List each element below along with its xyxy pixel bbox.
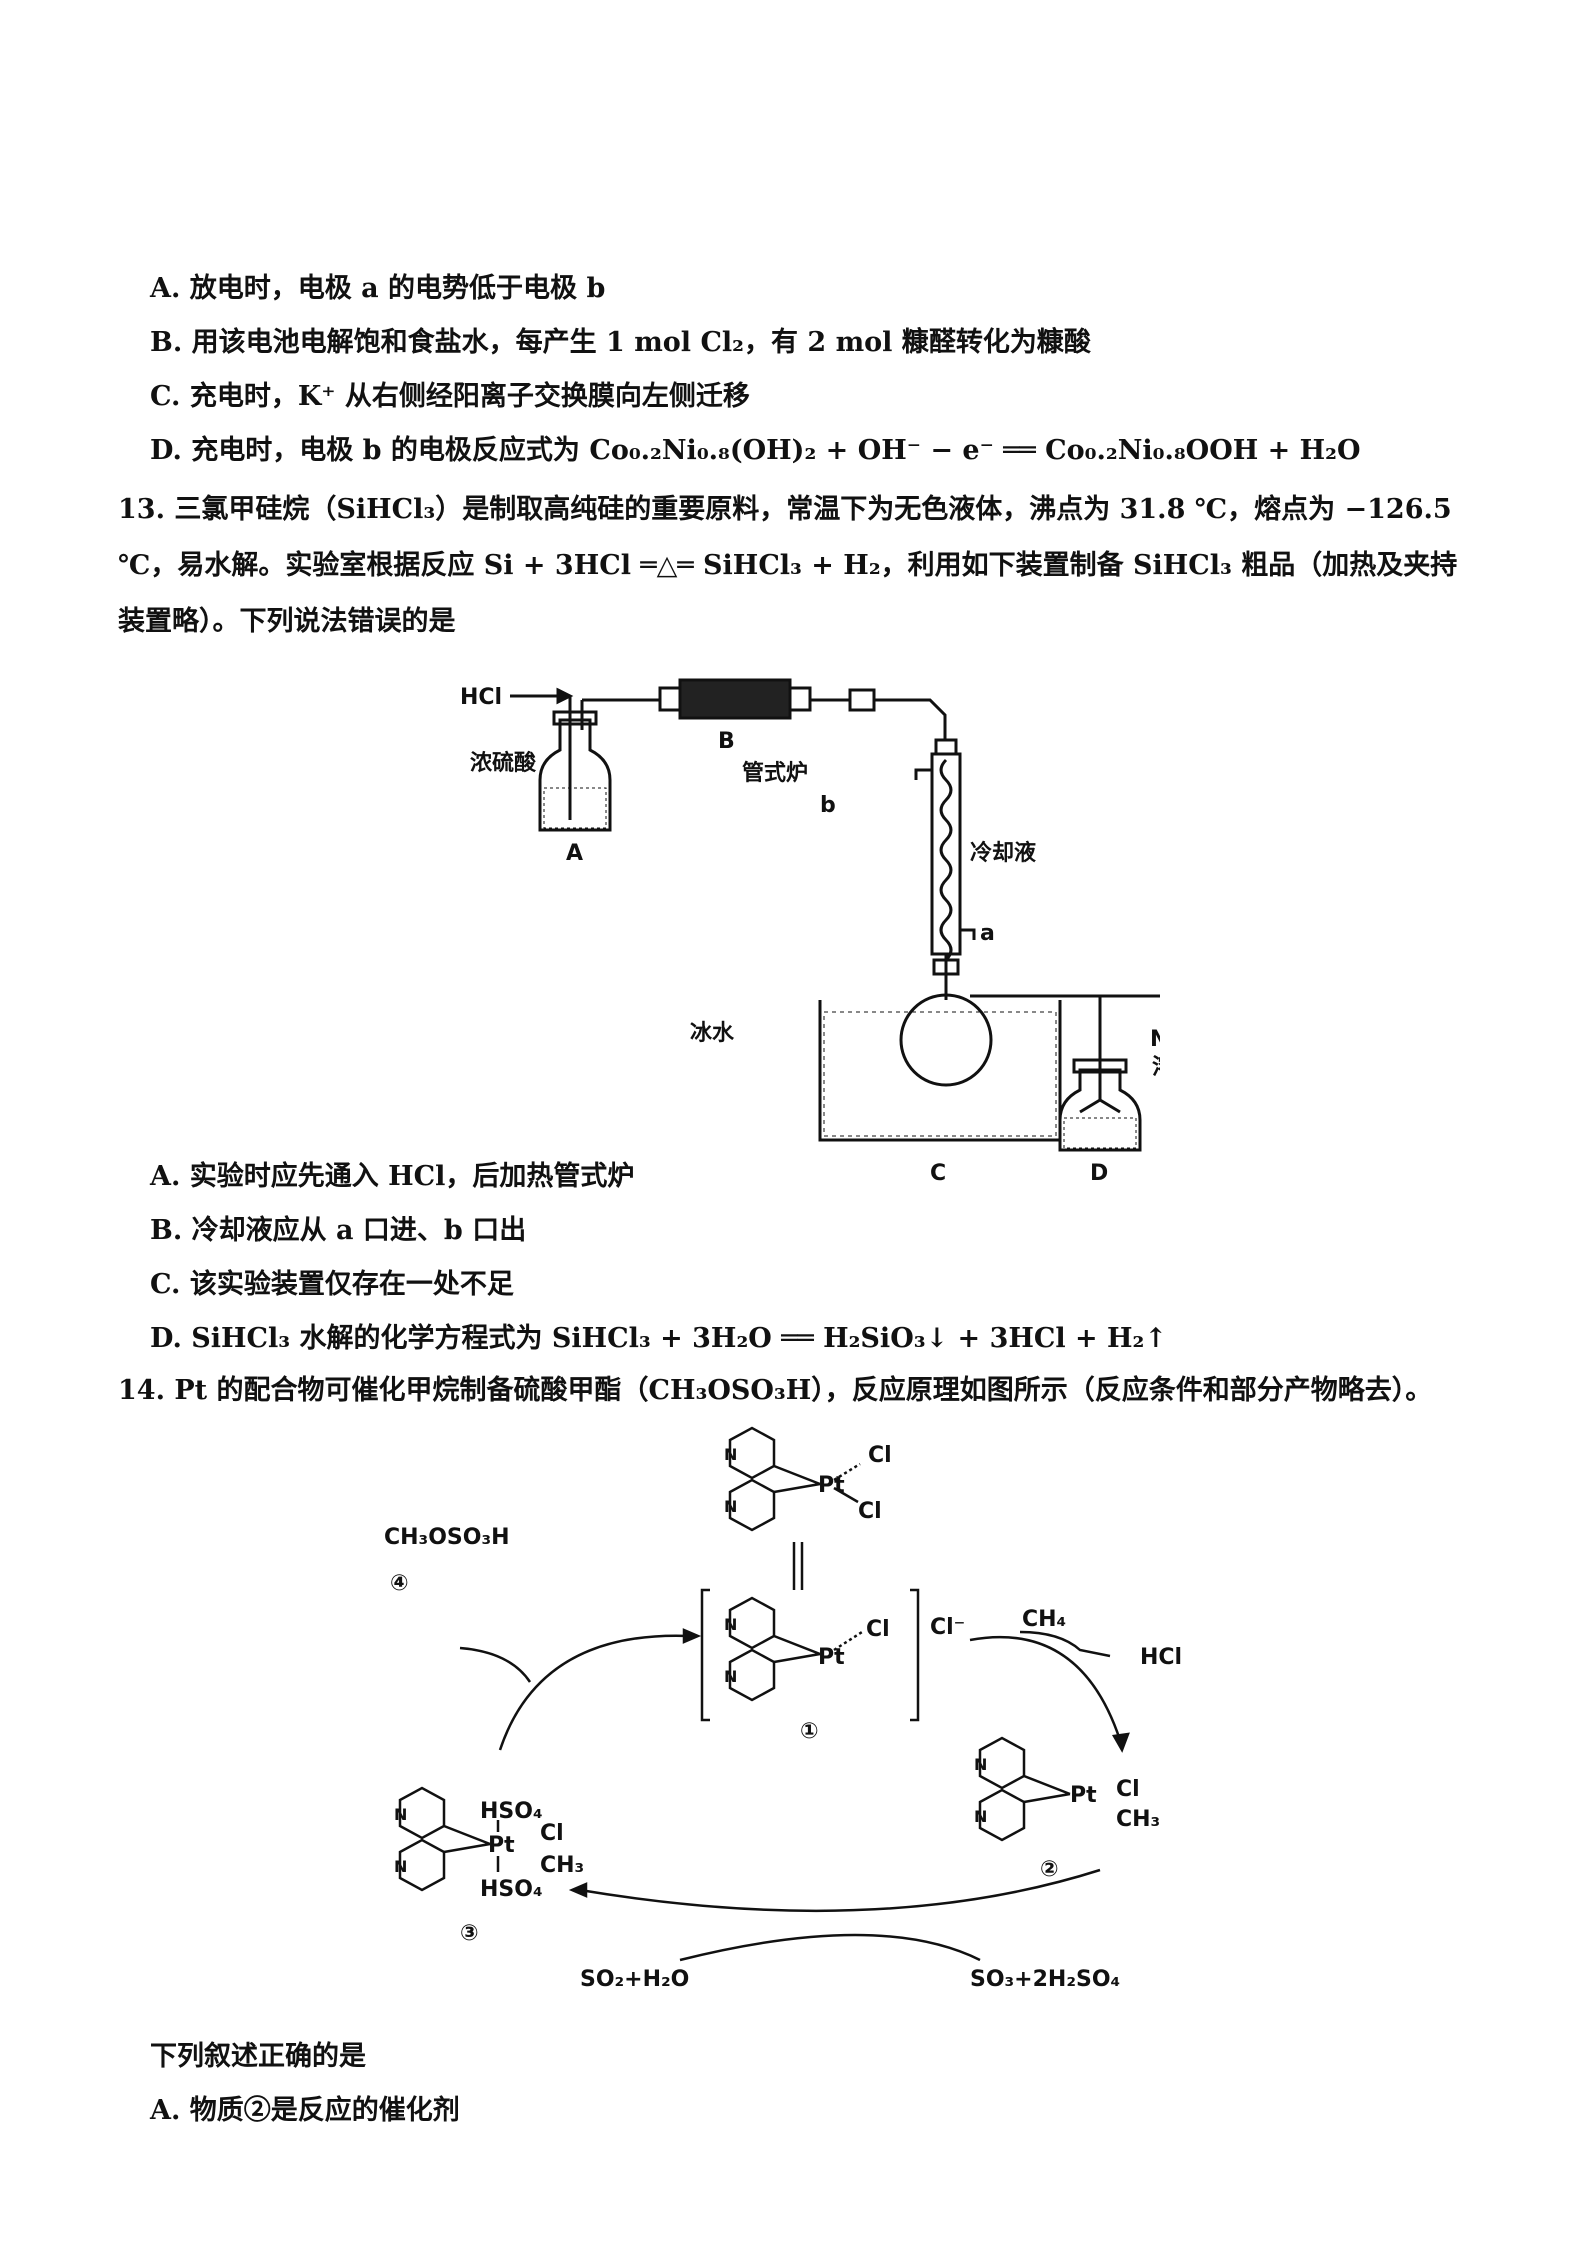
fig14-top-cl2: Cl <box>858 1499 882 1524</box>
q14-stem: 14. Pt 的配合物可催化甲烷制备硫酸甲酯（CH₃OSO₃H），反应原理如图所… <box>118 1375 1433 1406</box>
fig14-c3-pt: Pt <box>488 1833 515 1858</box>
fig14-top-n1: N <box>724 1445 737 1464</box>
fig13-ice-label: 冰水 <box>690 1021 735 1046</box>
fig14-ch4: CH₄ <box>1022 1607 1066 1632</box>
fig14-c2-n1: N <box>974 1755 987 1774</box>
fig13-solution-label: 溶液 <box>1152 1054 1160 1080</box>
fig14-c2-pt: Pt <box>1070 1783 1097 1808</box>
fig13-coolant-label: 冷却液 <box>970 840 1036 866</box>
fig14-c1-n1: N <box>724 1615 737 1634</box>
q12-option-c: C. 充电时，K⁺ 从右侧经阳离子交换膜向左侧迁移 <box>150 381 750 412</box>
q12-option-a: A. 放电时，电极 a 的电势低于电极 b <box>150 273 606 304</box>
fig14-c2-ch3: CH₃ <box>1116 1807 1160 1832</box>
fig14-c1-pt: Pt <box>818 1645 845 1670</box>
fig13-furnace-label: 管式炉 <box>742 760 808 786</box>
fig13-b-label: B <box>718 729 735 754</box>
fig13-d-label: D <box>1090 1161 1108 1186</box>
q14-option-a: A. 物质②是反应的催化剂 <box>150 2095 460 2126</box>
fig14-product: CH₃OSO₃H <box>384 1525 510 1550</box>
fig14-label-1: ① <box>800 1719 819 1744</box>
fig14-label-2: ② <box>1040 1857 1059 1882</box>
q12-option-d: D. 充电时，电极 b 的电极反应式为 Co₀.₂Ni₀.₈(OH)₂ + OH… <box>150 435 1361 466</box>
fig14-c3-ch3: CH₃ <box>540 1853 584 1878</box>
fig14-c3-hso4-top: HSO₄ <box>480 1799 543 1824</box>
fig13-port-a: a <box>980 921 995 946</box>
fig13-naoh-label: NaOH <box>1150 1027 1160 1052</box>
fig14-c3-n2: N <box>394 1857 407 1876</box>
q14-question: 下列叙述正确的是 <box>150 2041 366 2072</box>
fig14-top-cl1: Cl <box>868 1443 892 1468</box>
fig13-port-b: b <box>820 793 836 818</box>
fig14-c3-hso4-bottom: HSO₄ <box>480 1877 543 1902</box>
q14-cycle-figure: Cl Cl Pt Pt Cl Cl⁻ CH₄ HCl ① Pt Cl CH₃ ②… <box>384 1426 1182 1992</box>
fig14-top-n2: N <box>724 1497 737 1516</box>
fig13-a-label: A <box>566 841 583 866</box>
q13-option-b: B. 冷却液应从 a 口进、b 口出 <box>150 1215 527 1246</box>
q13-option-c: C. 该实验装置仅存在一处不足 <box>150 1269 514 1300</box>
fig14-cl-minus: Cl⁻ <box>930 1615 965 1640</box>
fig14-c1-n2: N <box>724 1667 737 1686</box>
fig13-hcl-label: HCl <box>460 685 502 710</box>
fig14-so3-h2so4: SO₃+2H₂SO₄ <box>970 1967 1120 1992</box>
fig13-acid-label: 浓硫酸 <box>470 750 537 776</box>
fig14-c3-cl: Cl <box>540 1821 564 1846</box>
fig14-c3-n1: N <box>394 1805 407 1824</box>
q13-stem: 13. 三氯甲硅烷（SiHCl₃）是制取高纯硅的重要原料，常温下为无色液体，沸点… <box>118 494 1458 637</box>
fig14-top-pt: Pt <box>818 1473 845 1498</box>
fig13-c-label: C <box>930 1161 946 1186</box>
q12-option-b: B. 用该电池电解饱和食盐水，每产生 1 mol Cl₂，有 2 mol 糠醛转… <box>150 327 1091 358</box>
fig14-c1-cl: Cl <box>866 1617 890 1642</box>
fig14-label-3: ③ <box>460 1921 479 1946</box>
fig14-hcl: HCl <box>1140 1645 1182 1670</box>
q13-option-d: D. SiHCl₃ 水解的化学方程式为 SiHCl₃ + 3H₂O ══ H₂S… <box>150 1323 1168 1354</box>
q13-apparatus-figure: HCl B 管式炉 浓硫酸 A b 冷却液 a 冰水 NaOH 溶液 C D <box>460 678 1160 1186</box>
fig14-so2-h2o: SO₂+H₂O <box>580 1967 689 1992</box>
fig14-c2-n2: N <box>974 1807 987 1826</box>
fig14-c2-cl: Cl <box>1116 1777 1140 1802</box>
q13-option-a: A. 实验时应先通入 HCl，后加热管式炉 <box>150 1161 635 1192</box>
fig14-label-4: ④ <box>390 1571 409 1596</box>
